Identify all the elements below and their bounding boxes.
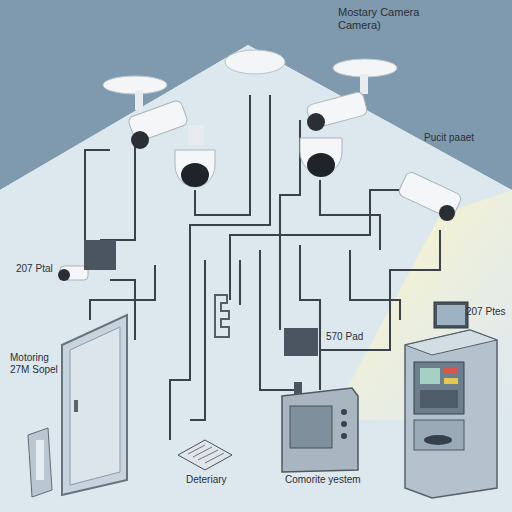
wires (85, 95, 440, 440)
keyboard-body (178, 440, 232, 470)
monitor-unit (282, 382, 358, 472)
wire (230, 190, 410, 300)
wire (239, 260, 241, 305)
cabinet-handle (74, 400, 78, 412)
dome-camera (300, 138, 342, 177)
wire (190, 260, 205, 420)
bracket (215, 295, 229, 337)
dome-lens (307, 153, 335, 177)
rack-device (424, 435, 452, 445)
keyboard (178, 440, 232, 470)
camera-lens (307, 113, 325, 131)
camera-lens (131, 131, 149, 149)
rack-shelf (414, 420, 464, 450)
wall (0, 45, 512, 512)
wire (170, 95, 270, 440)
camera-lens (58, 269, 70, 281)
rack-body (405, 330, 497, 498)
unit-body (282, 388, 358, 472)
dome-lens (181, 163, 209, 187)
rack-monitor (434, 302, 468, 328)
rack-keys (420, 390, 458, 408)
rack-top (405, 330, 497, 355)
title-text: Mostary Camera Camera) (338, 6, 438, 32)
wire (100, 130, 135, 240)
wire (320, 230, 440, 350)
wire (300, 245, 320, 390)
rack-panel (414, 362, 464, 414)
unit-antenna (294, 382, 302, 394)
cabinet (62, 315, 127, 495)
small-device (28, 428, 52, 497)
wire (85, 150, 110, 240)
unit-knob (341, 409, 347, 415)
junction-box (284, 328, 318, 356)
callout-label: Motoring 27M Sopel (10, 352, 68, 376)
callout-label: 570 Pad (326, 331, 363, 343)
unit-knob (341, 433, 347, 439)
unit-screen (290, 406, 332, 448)
ceiling-mounts (103, 50, 397, 94)
bullet-camera (306, 74, 368, 131)
wire (90, 265, 155, 320)
unit-knob (341, 421, 347, 427)
wire (280, 120, 300, 330)
wire (350, 250, 400, 320)
camera-arm (188, 125, 204, 145)
dome-camera (175, 125, 215, 187)
callout-label: Pucit paaet (424, 132, 474, 144)
rack-indicator (444, 378, 458, 384)
rack-display (420, 368, 440, 384)
camera-arm (360, 74, 368, 94)
callout-label: 207 Ptal (16, 263, 53, 275)
camera-lens (439, 205, 455, 221)
bullet-camera (397, 171, 462, 221)
server-rack (405, 302, 497, 498)
cabinet-door (62, 315, 127, 495)
camera-arm (135, 90, 143, 110)
device-slot (36, 440, 44, 480)
cabinet-panel (70, 327, 120, 485)
rack-monitor-screen (437, 305, 465, 325)
rack-indicator (444, 368, 458, 374)
dome-body (175, 150, 215, 187)
ceiling-mount (225, 50, 285, 74)
junction-box (84, 240, 116, 270)
callout-label: Deteriary (186, 474, 227, 486)
bullet-camera (127, 90, 189, 149)
small-camera (58, 266, 88, 281)
callout-label: Comorite yestem (285, 474, 361, 486)
device-body (28, 428, 52, 497)
callout-label: 207 Ptes (466, 306, 505, 318)
keyboard-keys (188, 445, 224, 463)
wire (260, 250, 300, 395)
